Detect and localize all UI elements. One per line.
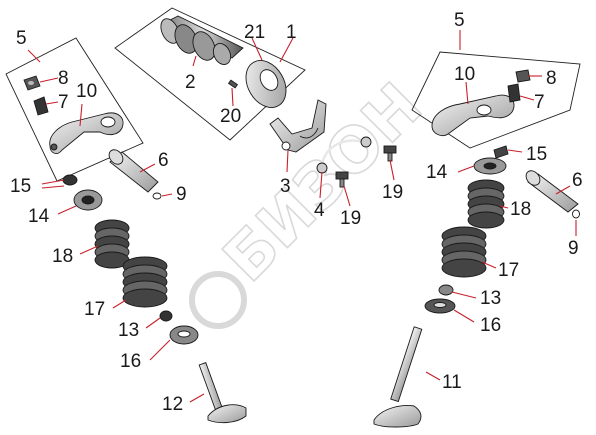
- callout-9-right: 9: [568, 238, 579, 259]
- callout-15-left: 15: [10, 176, 31, 197]
- inner-spring-left: [94, 219, 130, 269]
- callout-15-right: 15: [526, 144, 547, 165]
- spring-retainer-right: [473, 157, 507, 175]
- callout-6-right: 6: [572, 170, 583, 191]
- rocker-group-frame-right: [411, 51, 581, 149]
- spring-retainer-left: [73, 189, 103, 211]
- callout-3: 3: [280, 176, 291, 197]
- watermark-logo: [189, 271, 247, 329]
- bolt-19b: [383, 145, 397, 162]
- callout-19-b: 19: [382, 182, 403, 203]
- valve-seal-left: [159, 310, 173, 322]
- callout-12: 12: [162, 394, 183, 415]
- callout-18-right: 18: [510, 199, 531, 220]
- o-ring-right: [572, 209, 580, 219]
- camshaft: [160, 15, 244, 65]
- exhaust-valve: [198, 362, 247, 424]
- callout-18-left: 18: [52, 246, 73, 267]
- outer-spring-right: [441, 226, 487, 278]
- adjusting-screw-right: [507, 83, 521, 103]
- callout-5-right: 5: [454, 10, 465, 31]
- callout-11: 11: [442, 372, 462, 393]
- callout-14-right: 14: [426, 162, 448, 183]
- callout-16-left: 16: [120, 351, 141, 372]
- spring-seat-left: [169, 325, 199, 345]
- callout-19-a: 19: [340, 208, 361, 229]
- callout-2: 2: [185, 72, 196, 93]
- callout-8-left: 8: [58, 68, 69, 89]
- rocker-shaft-right: [525, 170, 579, 213]
- callout-17-left: 17: [84, 299, 105, 320]
- rocker-group-frame-left: [5, 37, 144, 182]
- callout-10-right: 10: [454, 64, 475, 85]
- callout-7-left: 7: [58, 92, 69, 113]
- lock-nut-right: [515, 69, 531, 83]
- callout-20: 20: [220, 106, 241, 127]
- camshaft-pin: [227, 79, 239, 89]
- callout-14-left: 14: [28, 206, 50, 227]
- callout-16-right: 16: [480, 315, 501, 336]
- callout-6-left: 6: [158, 150, 169, 171]
- camshaft-group-frame: [114, 7, 306, 141]
- inner-spring-right: [467, 179, 505, 229]
- callout-13-left: 13: [118, 320, 139, 341]
- spring-seat-right: [424, 298, 456, 314]
- intake-valve: [373, 326, 423, 428]
- callout-17-right: 17: [498, 260, 519, 281]
- valve-seal-right: [438, 284, 454, 296]
- cotter-right: [493, 145, 509, 159]
- callout-21: 21: [244, 22, 265, 43]
- o-ring-left: [152, 192, 162, 200]
- oil-pipe: [316, 136, 372, 174]
- rocker-shaft-left: [108, 149, 159, 193]
- bolt-19a: [335, 171, 349, 188]
- adjusting-screw-left: [33, 96, 49, 116]
- callout-labels: 5 8 7 10 6 9 15 14 18 17 13 16 12 21 1 2…: [10, 10, 583, 415]
- callout-7-right: 7: [534, 92, 545, 113]
- camshaft-holder: [269, 99, 327, 153]
- leader-lines: [27, 30, 577, 403]
- rocker-arm-left: [49, 112, 124, 154]
- callout-13-right: 13: [480, 288, 501, 309]
- outer-spring-left: [122, 256, 168, 308]
- rocker-arm-right: [431, 94, 515, 137]
- cotter-left: [62, 174, 78, 186]
- callout-9-left: 9: [176, 184, 187, 205]
- callout-4: 4: [314, 200, 325, 221]
- callout-5-left: 5: [16, 28, 27, 49]
- callout-8-right: 8: [546, 68, 557, 89]
- camshaft-bearing: [245, 60, 287, 108]
- callout-10-left: 10: [76, 81, 97, 102]
- callout-1: 1: [286, 22, 297, 43]
- lock-nut-left: [23, 75, 41, 91]
